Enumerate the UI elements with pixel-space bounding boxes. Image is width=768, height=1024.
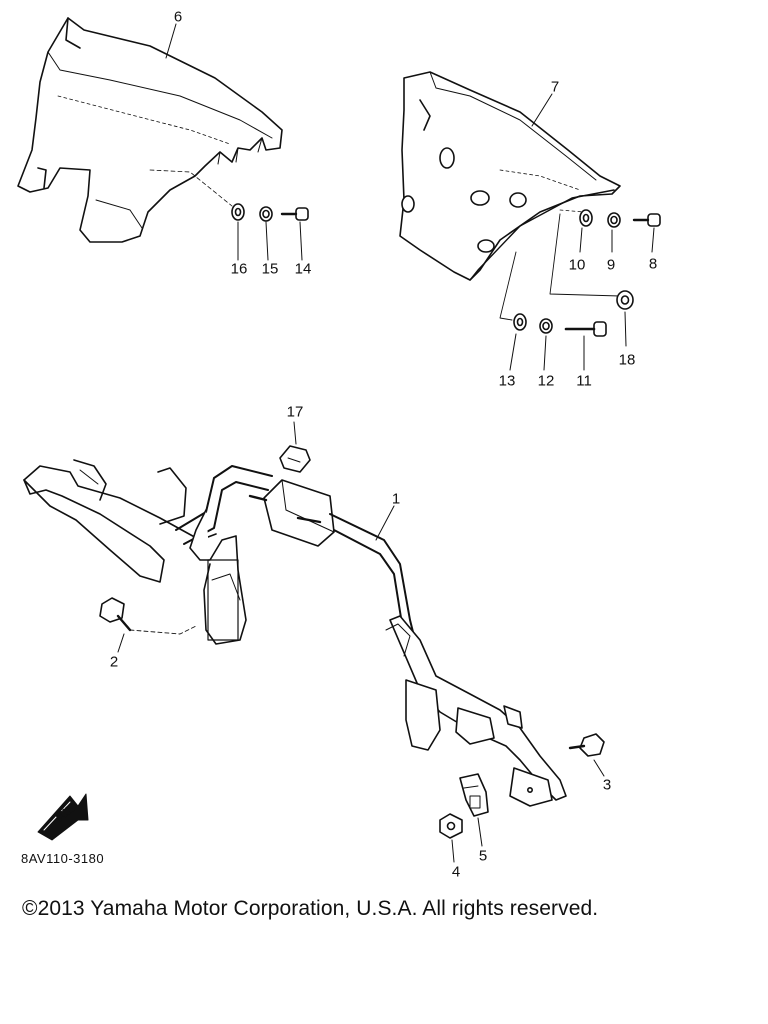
callout-13: 13 [498, 372, 516, 390]
part-16-collar [232, 204, 244, 220]
part-4-nut [440, 814, 462, 838]
part-6-cover [18, 18, 282, 242]
callout-14: 14 [294, 260, 312, 278]
callout-7: 7 [550, 78, 560, 96]
callout-8: 8 [648, 255, 658, 273]
callout-16: 16 [230, 260, 248, 278]
part-17-clamp [280, 446, 310, 472]
part-8-screw [634, 214, 660, 226]
part-1-bracket-frame [24, 460, 566, 806]
part-7-side-panel [400, 72, 620, 280]
catalog-code: 8AV110-3180 [21, 851, 105, 866]
callout-11: 11 [576, 372, 592, 390]
callout-6: 6 [173, 8, 183, 26]
forward-arrow-icon: FWD [38, 794, 88, 840]
callout-17: 17 [286, 403, 304, 421]
part-3-bolt [570, 734, 604, 756]
parts-diagram: FWD [0, 0, 768, 880]
callout-4: 4 [451, 863, 461, 881]
callout-9: 9 [606, 256, 616, 274]
callout-18: 18 [618, 351, 636, 369]
callout-15: 15 [261, 260, 279, 278]
callout-2: 2 [109, 653, 119, 671]
part-10-collar [580, 210, 592, 226]
part-15-grommet [260, 207, 272, 221]
copyright-notice: ©2013 Yamaha Motor Corporation, U.S.A. A… [22, 897, 599, 920]
callout-12: 12 [537, 372, 555, 390]
part-9-grommet [608, 213, 620, 227]
callout-1: 1 [391, 490, 401, 508]
part-11-bolt [566, 322, 606, 336]
callout-5: 5 [478, 847, 488, 865]
part-5-clip [460, 774, 488, 816]
callout-10: 10 [568, 256, 586, 274]
part-13-collar [514, 314, 526, 330]
part-12-grommet [540, 319, 552, 333]
part-18-nut [617, 291, 633, 309]
callout-3: 3 [602, 776, 612, 794]
part-14-screw [282, 208, 308, 220]
part-2-bolt [100, 598, 130, 630]
